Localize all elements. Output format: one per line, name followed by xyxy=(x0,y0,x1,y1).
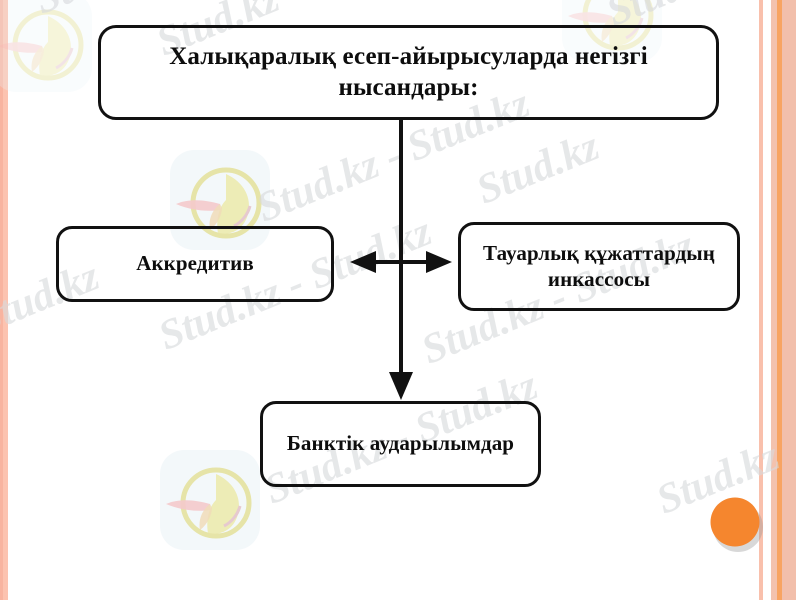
frame-stripe-right-1 xyxy=(759,0,763,600)
node-title-box[interactable]: Халықаралық есеп-айырысуларда негізгі ны… xyxy=(98,25,719,120)
node-accreditive[interactable]: Аккредитив xyxy=(56,226,334,302)
frame-stripe-right-4 xyxy=(782,0,796,600)
orange-dot-icon xyxy=(710,497,760,547)
node-collection[interactable]: Тауарлық құжаттардың инкассосы xyxy=(458,222,740,311)
frame-stripe-left-inner xyxy=(3,0,8,600)
arrow-head-left xyxy=(350,251,376,273)
arrow-head-down xyxy=(389,372,413,400)
frame-stripe-right-accent xyxy=(777,0,782,600)
decor-dot-layer xyxy=(710,497,763,552)
node-title-label: Халықаралық есеп-айырысуларда негізгі ны… xyxy=(169,43,648,101)
node-accreditive-label: Аккредитив xyxy=(136,251,254,276)
node-bank-transfers[interactable]: Банктік аударылымдар xyxy=(260,401,541,487)
frame-stripe-right-2 xyxy=(771,0,777,600)
frame-stripe-left-outer xyxy=(0,0,3,600)
node-bank-transfers-label: Банктік аударылымдар xyxy=(286,431,515,456)
node-collection-label: Тауарлық құжаттардың инкассосы xyxy=(482,240,715,291)
arrow-head-right xyxy=(426,251,452,273)
